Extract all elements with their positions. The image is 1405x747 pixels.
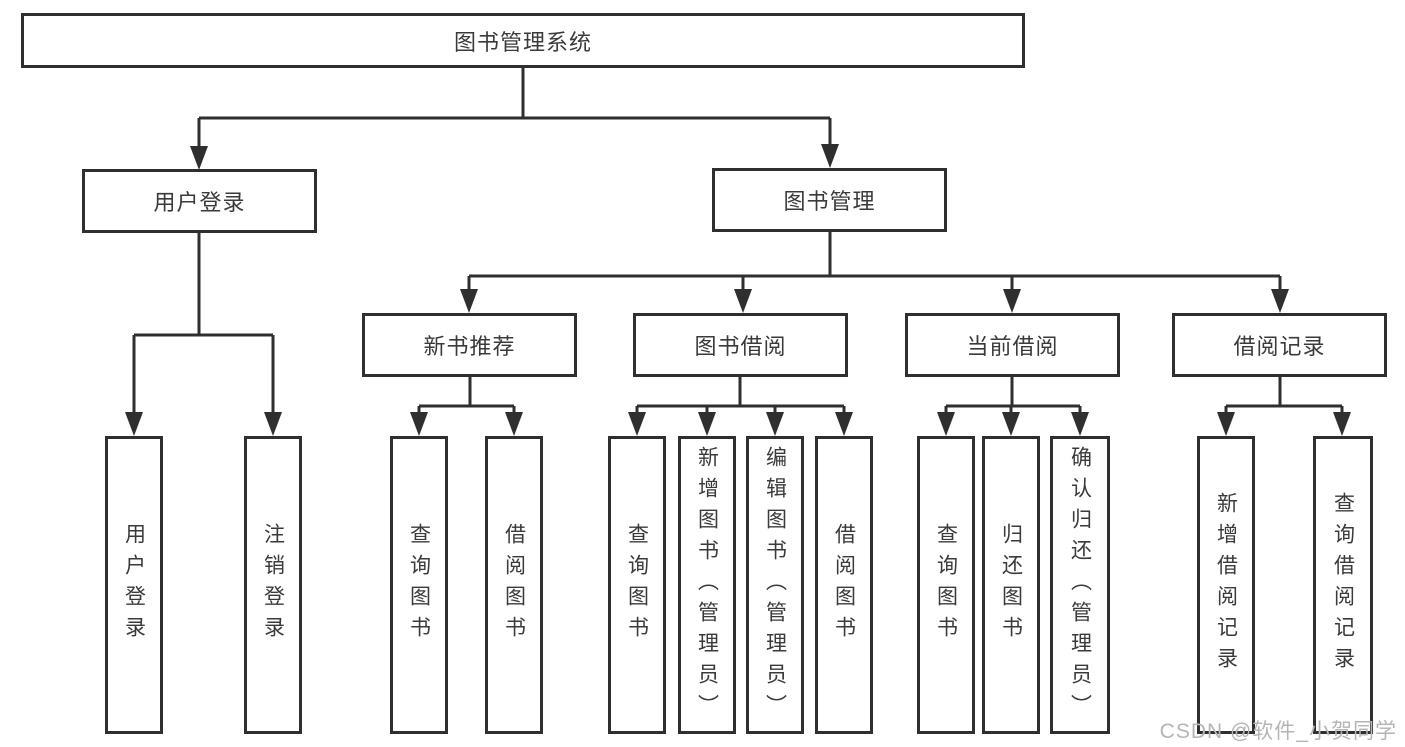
leaf-label: 借阅图书 — [502, 523, 526, 647]
leaf-borrow-books-recommend: 借阅图书 — [485, 436, 543, 734]
csdn-watermark: CSDN @软件_小贺同学 — [1159, 720, 1397, 743]
leaf-add-books-admin: 新增图书（管理员） — [678, 436, 736, 734]
node-label: 图书借阅 — [694, 334, 787, 359]
leaf-edit-books-admin: 编辑图书（管理员） — [746, 436, 804, 734]
leaf-label: 新增图书（管理员） — [695, 445, 719, 725]
node-root-system: 图书管理系统 — [21, 13, 1025, 68]
node-label: 借阅记录 — [1233, 334, 1326, 359]
node-book-borrow: 图书借阅 — [633, 313, 848, 377]
leaf-query-borrow-record: 查询借阅记录 — [1313, 436, 1373, 734]
leaf-label: 编辑图书（管理员） — [763, 445, 787, 725]
leaf-label: 归还图书 — [999, 523, 1023, 647]
leaf-user-login: 用户登录 — [105, 436, 163, 734]
leaf-label: 查询图书 — [625, 523, 649, 647]
node-book-management-branch: 图书管理 — [712, 168, 947, 232]
leaf-return-books: 归还图书 — [982, 436, 1040, 734]
leaf-query-books-borrow: 查询图书 — [608, 436, 666, 734]
leaf-confirm-return-admin: 确认归还（管理员） — [1050, 436, 1110, 734]
leaf-label: 用户登录 — [122, 523, 146, 647]
leaf-add-borrow-record: 新增借阅记录 — [1197, 436, 1255, 734]
node-label: 当前借阅 — [966, 334, 1059, 359]
leaf-label: 查询借阅记录 — [1331, 492, 1355, 678]
node-label: 图书管理 — [783, 189, 876, 214]
node-new-book-recommend: 新书推荐 — [362, 313, 577, 377]
leaf-label: 新增借阅记录 — [1214, 492, 1238, 678]
leaf-query-books-recommend: 查询图书 — [390, 436, 448, 734]
leaf-query-books-current: 查询图书 — [917, 436, 975, 734]
leaf-logout: 注销登录 — [244, 436, 302, 734]
leaf-borrow-books: 借阅图书 — [815, 436, 873, 734]
leaf-label: 查询图书 — [407, 523, 431, 647]
node-borrow-records: 借阅记录 — [1172, 313, 1387, 377]
leaf-label: 确认归还（管理员） — [1068, 445, 1092, 725]
leaf-label: 借阅图书 — [832, 523, 856, 647]
leaf-label: 注销登录 — [261, 523, 285, 647]
leaf-label: 查询图书 — [934, 523, 958, 647]
node-label: 图书管理系统 — [453, 29, 592, 55]
node-label: 用户登录 — [153, 190, 246, 215]
node-label: 新书推荐 — [423, 334, 516, 359]
node-current-borrow: 当前借阅 — [905, 313, 1120, 377]
node-user-login-branch: 用户登录 — [82, 169, 317, 233]
